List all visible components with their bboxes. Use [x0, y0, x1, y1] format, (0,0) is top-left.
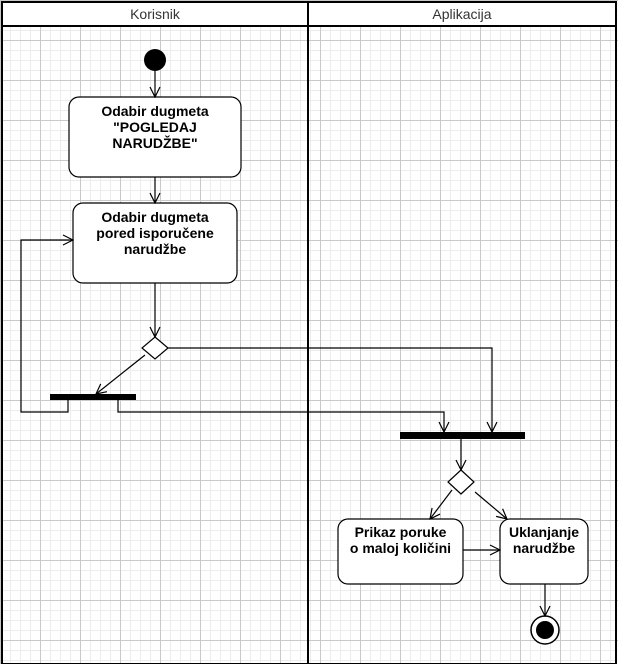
activity-prikaz-poruke — [337, 518, 464, 585]
lane-header-bg-aplikacija — [309, 3, 615, 25]
edge-fork-loop-back — [20, 240, 73, 413]
lane-title-korisnik: Korisnik — [130, 6, 180, 22]
edge-decision2-to-a4 — [474, 491, 507, 519]
lane-header-bg-korisnik — [3, 3, 307, 25]
activity-odabir-isporucene — [72, 202, 238, 284]
fork-bar-left — [50, 394, 136, 400]
final-node-dot — [536, 621, 554, 639]
lane-aplikacija-frame — [307, 1, 617, 664]
initial-node — [144, 49, 166, 71]
join-bar-right — [400, 432, 525, 439]
lane-title-aplikacija: Aplikacija — [432, 6, 492, 22]
edge-decision1-to-join — [168, 347, 492, 432]
edge-decision2-to-a3 — [430, 489, 453, 519]
activity-odabir-pogledaj — [68, 96, 242, 178]
decision-node-1 — [141, 336, 169, 360]
edges — [20, 71, 545, 616]
edge-fork-to-join — [117, 400, 444, 432]
activity-uklanjanje — [499, 518, 589, 585]
decision-node-2 — [447, 469, 475, 495]
edge-decision1-to-fork — [96, 354, 146, 394]
